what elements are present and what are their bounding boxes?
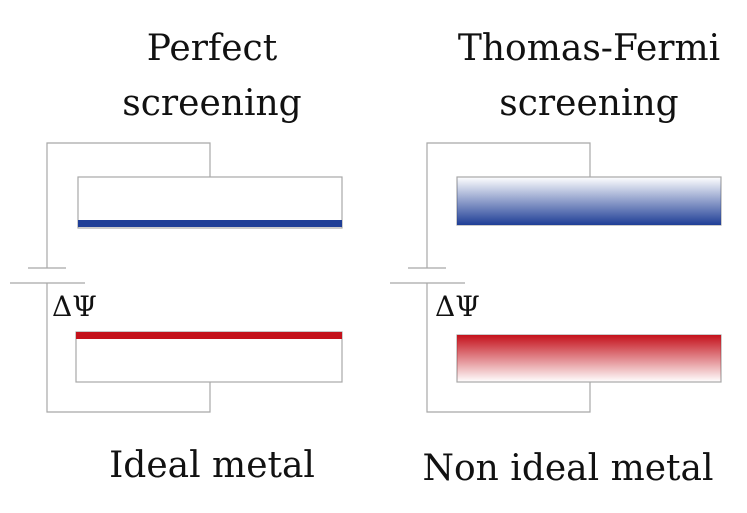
right-negative-charge-gradient [457,177,721,225]
right-title-line1: Thomas-Fermi [458,28,720,69]
right-title-line2: screening [499,83,678,124]
left-title-line1: Perfect [147,28,278,69]
left-negative-charge-layer [78,220,342,227]
left-voltage-symbol: ΔΨ [52,290,97,323]
left-bottom-plate [75,331,343,383]
left-circuit-wire [10,142,211,413]
left-positive-charge-layer [76,332,342,339]
left-caption: Ideal metal [109,445,315,486]
right-panel: Thomas-Fermi screening ΔΨ Non ideal meta… [390,28,722,489]
left-top-plate [77,176,343,229]
right-positive-charge-gradient [457,335,721,382]
left-panel: Perfect screening ΔΨ Ideal metal [10,28,343,486]
left-title-line2: screening [122,83,301,124]
right-caption: Non ideal metal [423,448,714,489]
right-circuit-wire [390,142,591,413]
right-voltage-symbol: ΔΨ [435,290,480,323]
